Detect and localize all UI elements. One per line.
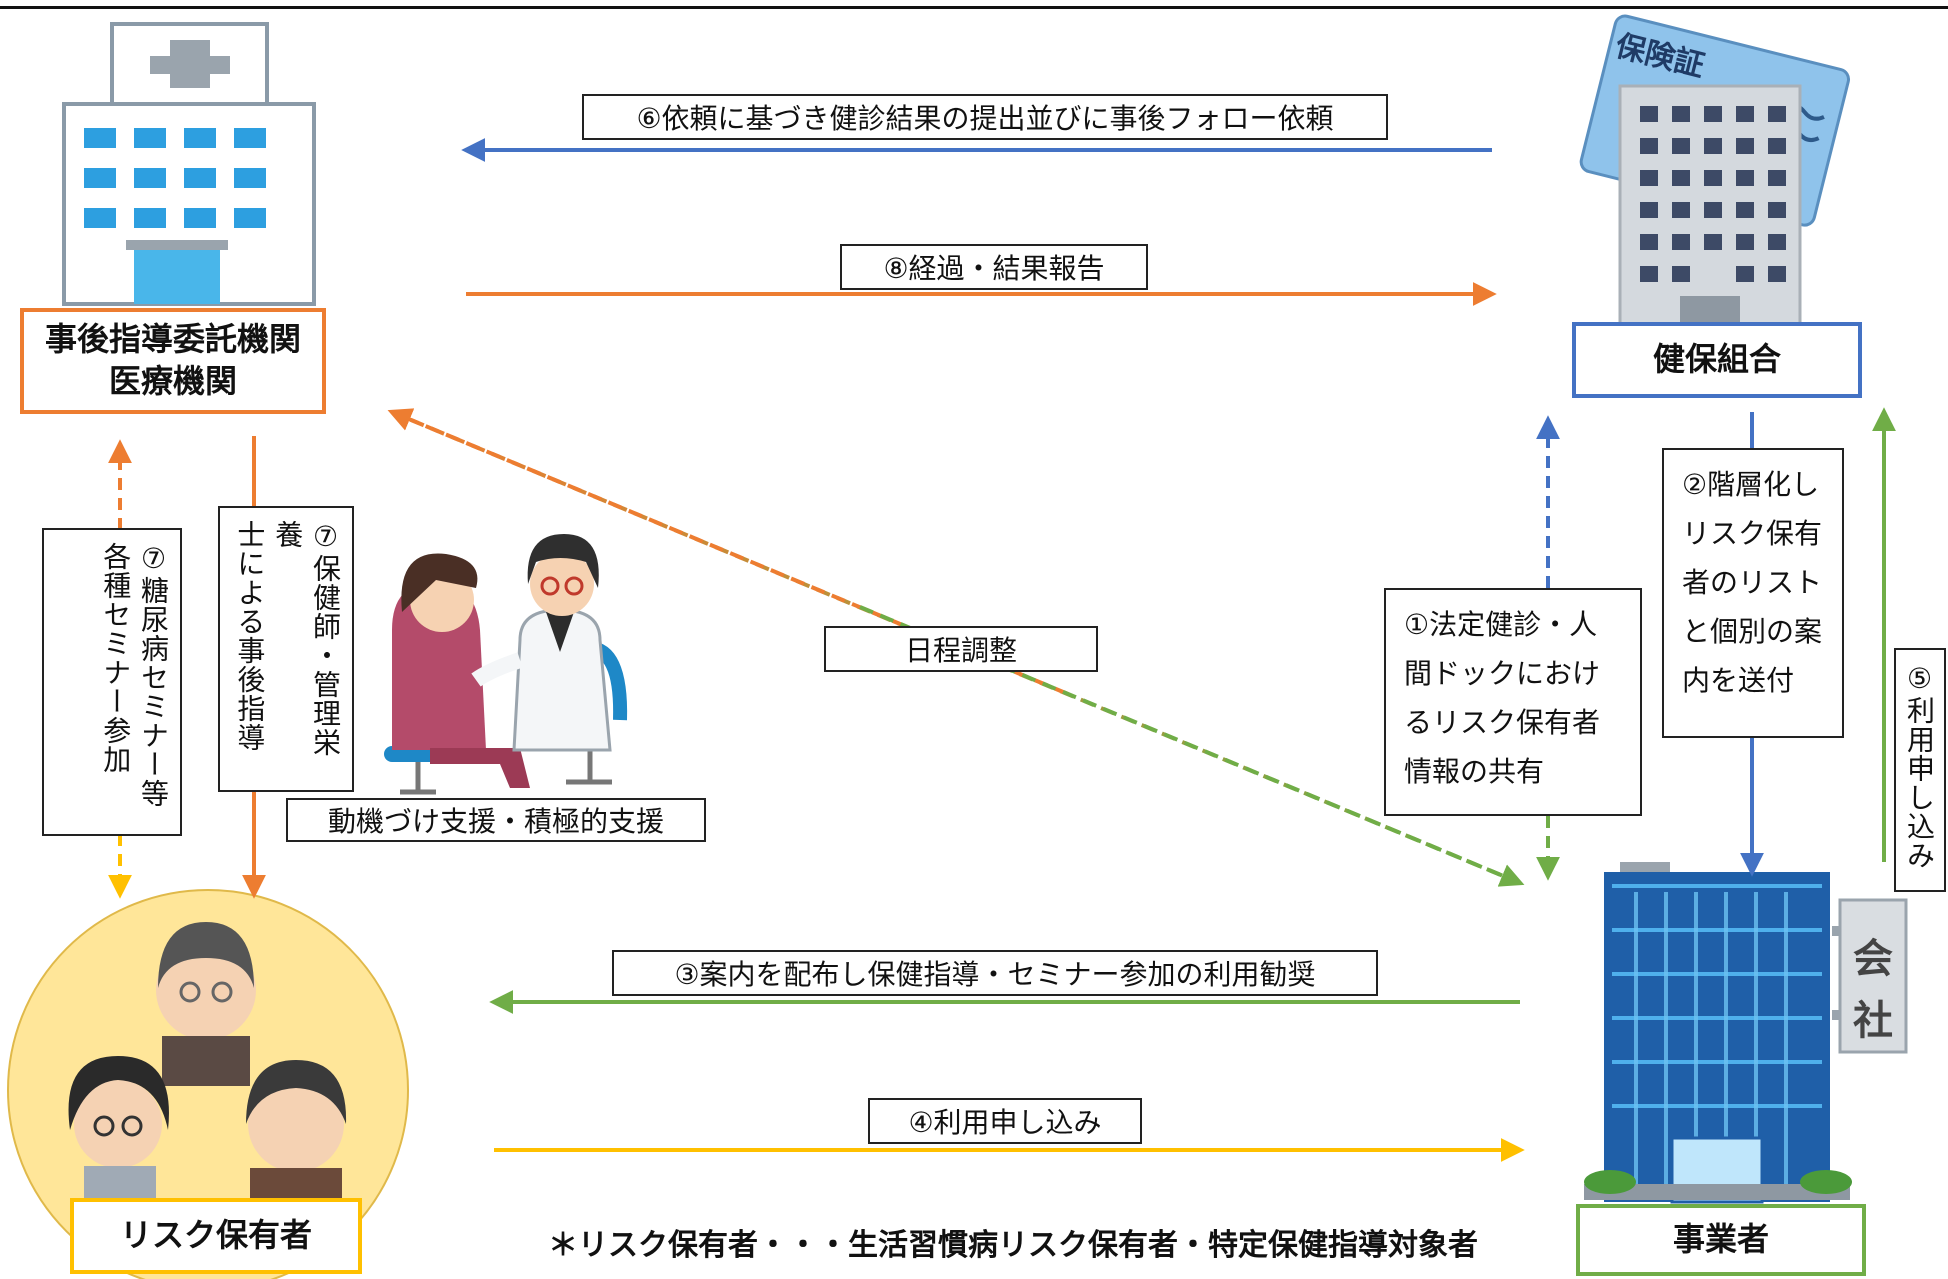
top-border-line xyxy=(0,6,1948,9)
guidance-col2: 士による事後指導 xyxy=(233,520,267,752)
insurance-office-illustration xyxy=(1579,14,1851,328)
medical-institution-label-2: 医療機関 xyxy=(108,362,237,400)
flow-f1-line2: 間ドックにおけ xyxy=(1404,657,1601,690)
guidance-label: ⑦保健師・管理栄養 士による事後指導 xyxy=(218,506,354,792)
flow-f1-line1: ①法定健診・人 xyxy=(1404,608,1598,641)
flow-f4-label: ④利用申し込み xyxy=(868,1098,1142,1144)
company-sign-char-2: 社 xyxy=(1853,998,1893,1044)
risk-holders-illustration xyxy=(68,922,347,1204)
risk-holder-box: リスク保有者 xyxy=(70,1198,362,1274)
employer-label: 事業者 xyxy=(1672,1220,1769,1259)
flow-f5-label: ⑤利用申し込み xyxy=(1894,648,1946,892)
flow-f2-label: ②階層化し リスク保有 者のリスト と個別の案 内を送付 xyxy=(1662,448,1844,738)
flow-f2-line5: 内を送付 xyxy=(1682,664,1795,697)
flow-f1-line4: 情報の共有 xyxy=(1404,755,1545,788)
support-type-label: 動機づけ支援・積極的支援 xyxy=(286,798,706,842)
flow-f6-label: ⑥依頼に基づき健診結果の提出並びに事後フォロー依頼 xyxy=(582,94,1388,140)
footnote: ＊リスク保有者・・・生活習慣病リスク保有者・特定保健指導対象者 xyxy=(548,1228,1478,1263)
flow-f2-line1: ②階層化し xyxy=(1682,468,1820,501)
medical-institution-box: 事後指導委託機関 医療機関 xyxy=(20,308,326,414)
flow-f1-line3: るリスク保有者 xyxy=(1404,706,1601,739)
risk-holder-label: リスク保有者 xyxy=(119,1216,312,1255)
kenpo-union-label: 健保組合 xyxy=(1652,340,1781,379)
flow-f5-text: ⑤利用申し込み xyxy=(1903,662,1936,870)
guidance-col1: ⑦保健師・管理栄養 xyxy=(271,520,342,757)
kenpo-union-box: 健保組合 xyxy=(1572,322,1862,398)
flow-f1-label: ①法定健診・人 間ドックにおけ るリスク保有者 情報の共有 xyxy=(1384,588,1642,816)
medical-institution-label-1: 事後指導委託機関 xyxy=(44,320,301,359)
company-sign-char-1: 会 xyxy=(1853,936,1893,982)
flow-f3-label: ③案内を配布し保健指導・セミナー参加の利用勧奨 xyxy=(612,950,1378,996)
flow-f2-line4: と個別の案 xyxy=(1682,615,1823,648)
seminar-participation-col2: 各種セミナー参加 xyxy=(99,542,133,774)
seminar-participation-label: ⑦糖尿病セミナー等 各種セミナー参加 xyxy=(42,528,182,836)
flow-f2-line3: 者のリスト xyxy=(1682,566,1823,599)
flow-f2-line2: リスク保有 xyxy=(1682,517,1823,550)
hospital-illustration xyxy=(62,22,316,306)
schedule-label: 日程調整 xyxy=(824,626,1098,672)
flow-f8-label: ⑧経過・結果報告 xyxy=(840,244,1148,290)
employer-box: 事業者 xyxy=(1576,1204,1866,1276)
seminar-participation-col1: ⑦糖尿病セミナー等 xyxy=(137,542,170,808)
company-building-illustration xyxy=(1584,862,1908,1204)
consultation-illustration xyxy=(384,534,628,795)
